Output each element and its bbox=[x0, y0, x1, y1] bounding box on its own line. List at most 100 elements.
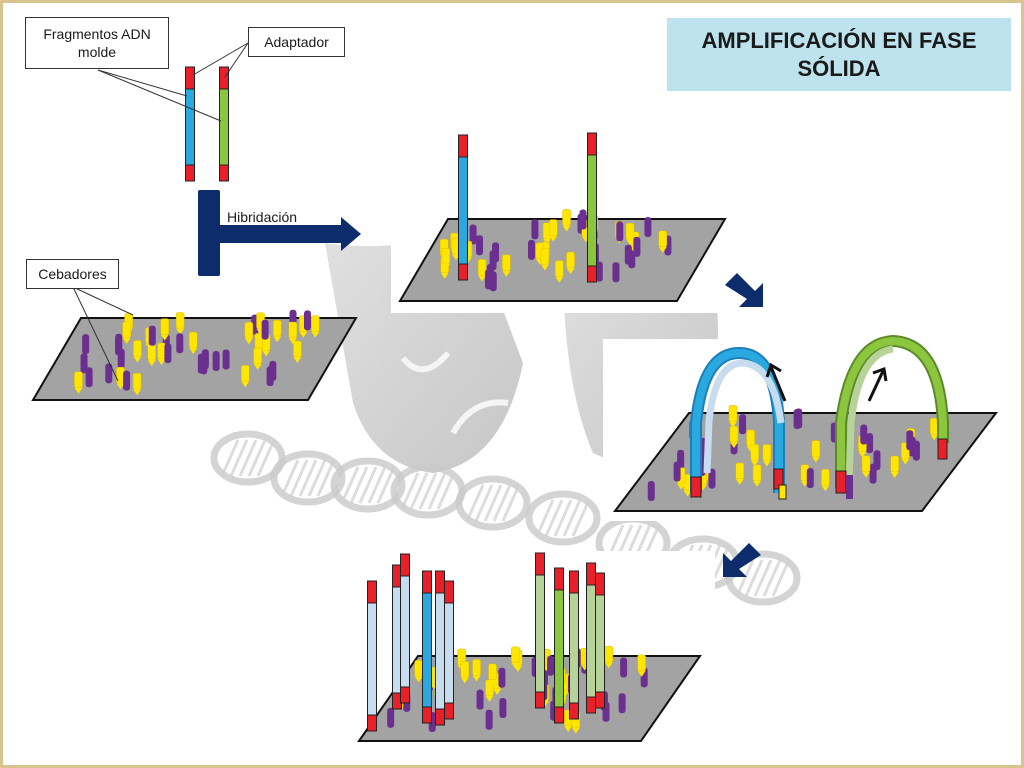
primer-yellow-body bbox=[272, 319, 282, 337]
adapter-pointer-line-2 bbox=[224, 42, 249, 78]
primer-yellow-body bbox=[253, 347, 262, 365]
primer-yellow bbox=[683, 474, 692, 497]
primer-purple bbox=[612, 262, 620, 283]
adapter-bottom bbox=[422, 706, 432, 724]
primer-purple bbox=[105, 363, 113, 384]
primer-yellow-tip bbox=[858, 451, 867, 458]
adapter-top bbox=[535, 552, 545, 576]
coil-stripe bbox=[358, 466, 378, 504]
primer-purple bbox=[616, 221, 624, 242]
primer-purple bbox=[647, 481, 655, 502]
coil-stripe bbox=[544, 499, 564, 537]
coil-stripe bbox=[256, 439, 276, 477]
primer-yellow-tip bbox=[262, 350, 271, 357]
primer-yellow-tip bbox=[511, 662, 520, 669]
primer-yellow-body bbox=[160, 318, 170, 335]
primer-yellow bbox=[658, 230, 667, 253]
primer-purple bbox=[739, 414, 747, 435]
primer-yellow bbox=[540, 248, 550, 271]
primer-yellow-body bbox=[488, 663, 497, 680]
strand-body bbox=[422, 570, 432, 724]
primer-purple bbox=[595, 261, 603, 282]
coil-stripe bbox=[492, 484, 512, 522]
primer-yellow bbox=[728, 405, 738, 428]
primer-yellow-tip bbox=[441, 264, 450, 271]
template-fragments bbox=[185, 66, 229, 182]
adapter-top bbox=[554, 567, 564, 591]
hybridization-arrow bbox=[198, 190, 361, 276]
adapter-top bbox=[569, 570, 579, 594]
coil-ring bbox=[210, 430, 286, 486]
coil-stripe bbox=[247, 439, 267, 477]
adapter-bottom bbox=[400, 686, 410, 704]
bridge-green-copy bbox=[845, 345, 894, 484]
coil-stripe bbox=[316, 459, 336, 497]
primer-yellow-tip bbox=[571, 727, 580, 734]
primer-yellow-tip bbox=[750, 460, 759, 467]
primer-yellow-body bbox=[288, 321, 298, 339]
primer-yellow bbox=[441, 247, 451, 271]
coil-ring bbox=[725, 550, 801, 606]
primer-yellow bbox=[555, 260, 564, 283]
amplified-strand bbox=[595, 572, 605, 709]
primer-yellow-tip bbox=[729, 442, 738, 449]
primer-yellow-body bbox=[890, 455, 899, 473]
coil-stripe bbox=[229, 439, 249, 477]
primer-purple bbox=[866, 433, 874, 454]
coil-stripe bbox=[280, 459, 300, 497]
primer-yellow-body bbox=[293, 340, 302, 358]
primer-yellow-body bbox=[414, 660, 423, 677]
primer-yellow-body bbox=[637, 654, 646, 672]
primer-yellow-body bbox=[188, 331, 198, 349]
primer-yellow bbox=[472, 659, 481, 682]
primer-yellow bbox=[253, 347, 262, 370]
step-arrow-down-left bbox=[723, 543, 761, 577]
primer-yellow-tip bbox=[746, 445, 755, 452]
primer-yellow-tip bbox=[862, 471, 871, 478]
watermark-coils bbox=[210, 430, 801, 606]
primer-yellow bbox=[890, 455, 899, 479]
extension-arrows bbox=[765, 362, 888, 402]
primer-yellow-body bbox=[729, 425, 739, 443]
fragment-blue bbox=[185, 66, 195, 182]
coil-stripe bbox=[220, 439, 240, 477]
primer-yellow-tip bbox=[157, 358, 166, 365]
primer-yellow-body bbox=[604, 646, 614, 663]
coil-stripe bbox=[238, 439, 258, 477]
title-box: AMPLIFICACIÓN EN FASE SÓLIDA bbox=[667, 18, 1011, 91]
primer-purple bbox=[806, 468, 814, 489]
bridge-blue-adapter-left bbox=[690, 476, 702, 498]
primer-yellow bbox=[460, 661, 470, 684]
primer-yellow-tip bbox=[728, 421, 737, 428]
primer-yellow-body bbox=[477, 259, 487, 276]
primer-yellow-body bbox=[74, 371, 83, 389]
strand-body bbox=[554, 567, 564, 724]
primer-yellow-body bbox=[540, 248, 550, 265]
primer-yellow-tip bbox=[288, 338, 297, 345]
primer-yellow bbox=[735, 462, 745, 485]
fragments-pointer-line-1 bbox=[97, 69, 188, 97]
callout-lines bbox=[72, 42, 249, 382]
primer-purple bbox=[793, 409, 801, 430]
primer-purple bbox=[498, 667, 506, 688]
adapter-bottom bbox=[587, 265, 597, 283]
primer-purple bbox=[387, 707, 395, 728]
adapter-pointer-line-1 bbox=[192, 42, 249, 76]
primer-yellow-body bbox=[147, 343, 157, 361]
primer-purple bbox=[708, 468, 716, 489]
primer-yellow bbox=[762, 444, 772, 467]
primer-yellow-tip bbox=[147, 360, 156, 367]
primer-yellow-tip bbox=[566, 267, 575, 274]
coil-stripe bbox=[474, 484, 494, 522]
coil-stripe bbox=[483, 484, 503, 522]
primer-yellow-tip bbox=[562, 225, 571, 232]
primer-yellow-body bbox=[555, 260, 564, 277]
diagram-canvas bbox=[31, 42, 1021, 747]
primer-purple bbox=[527, 239, 535, 260]
primer-yellow-tip bbox=[502, 270, 511, 277]
primer-yellow-body bbox=[472, 659, 481, 676]
primer-yellow bbox=[752, 464, 762, 487]
primer-yellow-body bbox=[746, 429, 755, 447]
primer-purple bbox=[869, 463, 877, 484]
